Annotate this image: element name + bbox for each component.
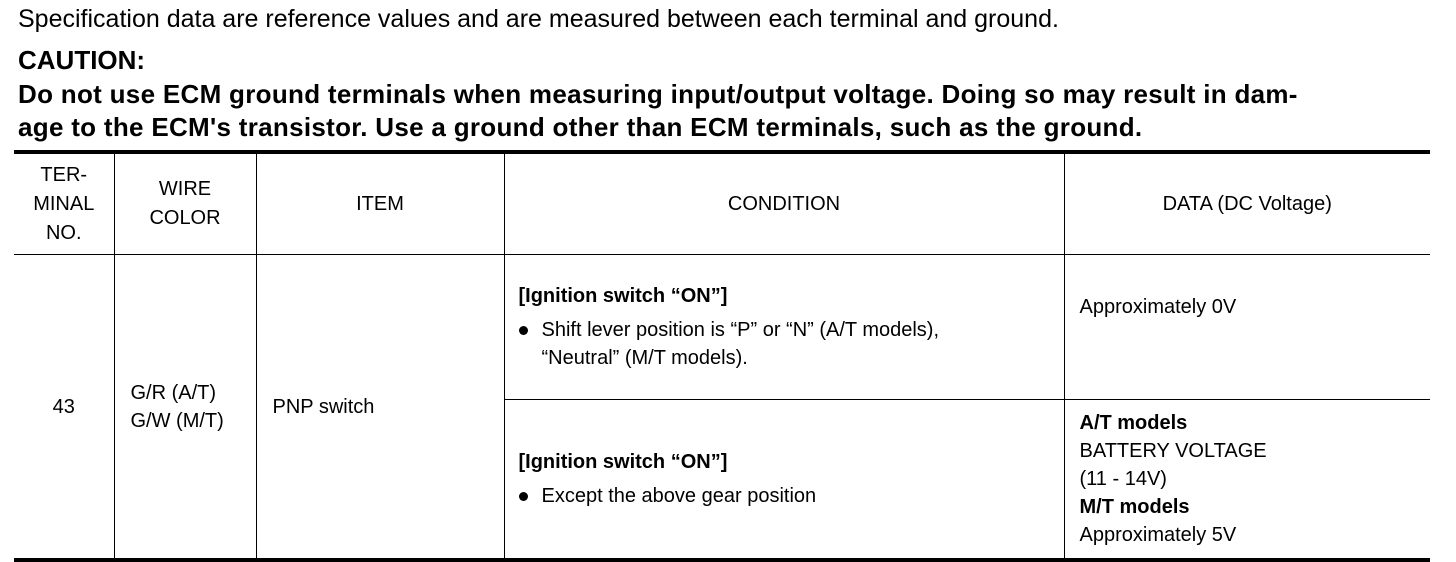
- caution-title: CAUTION:: [18, 45, 146, 75]
- at-models-label: A/T models: [1079, 412, 1188, 434]
- condition-1-bullet: Shift lever position is “P” or “N” (A/T …: [518, 316, 1054, 372]
- table-row: 43 G/R (A/T) G/W (M/T) PNP switch [Ignit…: [14, 254, 1430, 560]
- intro-text: Specification data are reference values …: [18, 5, 1059, 33]
- header-data: DATA (DC Voltage): [1063, 152, 1430, 255]
- bullet-icon: [518, 326, 528, 335]
- condition-2: [Ignition switch “ON”] Except the above …: [504, 399, 1065, 560]
- wire-color: G/R (A/T) G/W (M/T): [113, 254, 257, 560]
- header-item: ITEM: [255, 152, 505, 255]
- caution-line-1: Do not use ECM ground terminals when mea…: [18, 79, 1298, 109]
- condition-1-heading: [Ignition switch “ON”]: [518, 285, 728, 307]
- ecm-terminal-table: TER- MINAL NO. WIRE COLOR ITEM CONDITION…: [14, 150, 1430, 562]
- terminal-number: 43: [14, 254, 115, 560]
- condition-1: [Ignition switch “ON”] Shift lever posit…: [503, 254, 1065, 400]
- data-1: Approximately 0V: [1063, 254, 1430, 400]
- table-row: [Ignition switch “ON”] Except the above …: [14, 399, 1430, 560]
- bullet-icon: [518, 492, 528, 501]
- item-name: PNP switch: [255, 254, 505, 560]
- condition-2-bullet: Except the above gear position: [518, 482, 1054, 510]
- mt-models-label: M/T models: [1079, 496, 1190, 518]
- header-condition: CONDITION: [503, 152, 1065, 255]
- condition-2-heading: [Ignition switch “ON”]: [518, 451, 728, 473]
- table-header-row: TER- MINAL NO. WIRE COLOR ITEM CONDITION…: [14, 152, 1430, 255]
- caution-line-2: age to the ECM's transistor. Use a groun…: [18, 112, 1143, 142]
- header-terminal-no: TER- MINAL NO.: [14, 152, 115, 255]
- header-wire-color: WIRE COLOR: [113, 152, 257, 255]
- data-2: A/T models BATTERY VOLTAGE (11 - 14V) M/…: [1063, 399, 1430, 560]
- caution-body: Do not use ECM ground terminals when mea…: [18, 78, 1428, 144]
